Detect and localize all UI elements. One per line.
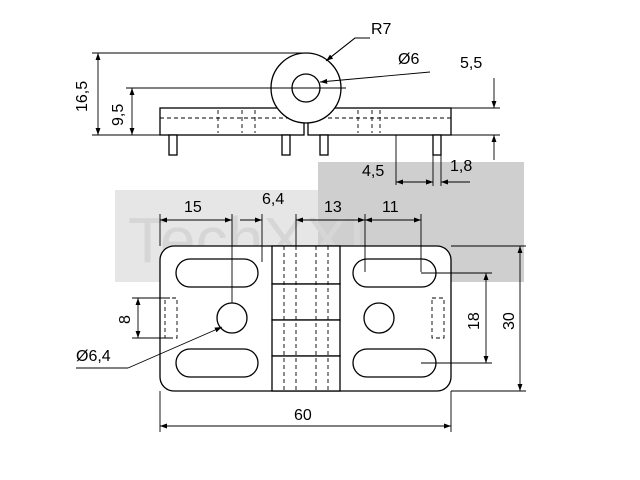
label-plate-thickness: 5,5 (460, 55, 482, 72)
dimensions-side-view: R7 Ø6 16,5 9,5 5,5 4,5 1,8 (74, 21, 500, 186)
knuckle-segment-top (271, 245, 341, 285)
pin-center-right (319, 134, 329, 156)
front-view (159, 245, 452, 392)
label-slot-offset: 15 (184, 199, 202, 216)
label-pin-diameter-small: 1,8 (450, 158, 472, 175)
label-pin-diameter: Ø6 (398, 51, 419, 68)
label-height-total: 16,5 (74, 81, 91, 112)
label-plate-height: 30 (501, 312, 518, 330)
label-radius: R7 (371, 21, 392, 38)
pin-right (432, 134, 442, 156)
boss-left (164, 297, 178, 339)
label-height-axis: 9,5 (110, 104, 127, 126)
label-plate-width: 60 (294, 407, 312, 424)
label-slot-length: 11 (382, 199, 399, 216)
slot-left-top (175, 258, 259, 288)
knuckle-segment-bottom (271, 355, 341, 392)
slot-left-bottom (175, 348, 259, 378)
label-hole-diameter: Ø6,4 (76, 348, 111, 365)
label-knuckle-gap: 6,4 (262, 191, 284, 208)
label-knuckle-width: 13 (324, 199, 342, 216)
label-slot-spacing: 18 (466, 312, 483, 330)
dimensions-front-view: 15 6,4 13 11 8 Ø6,4 18 30 (76, 191, 526, 432)
hole-right (363, 302, 395, 334)
pin-left (168, 134, 178, 156)
pin-center-left (281, 134, 291, 156)
label-pin-offset: 4,5 (362, 163, 384, 180)
knuckle-segment-lower (271, 319, 341, 357)
label-boss-height: 8 (117, 315, 134, 324)
hole-left (216, 302, 248, 334)
knuckle-segment-middle (271, 283, 341, 321)
side-view (159, 52, 452, 156)
boss-right (431, 297, 445, 339)
